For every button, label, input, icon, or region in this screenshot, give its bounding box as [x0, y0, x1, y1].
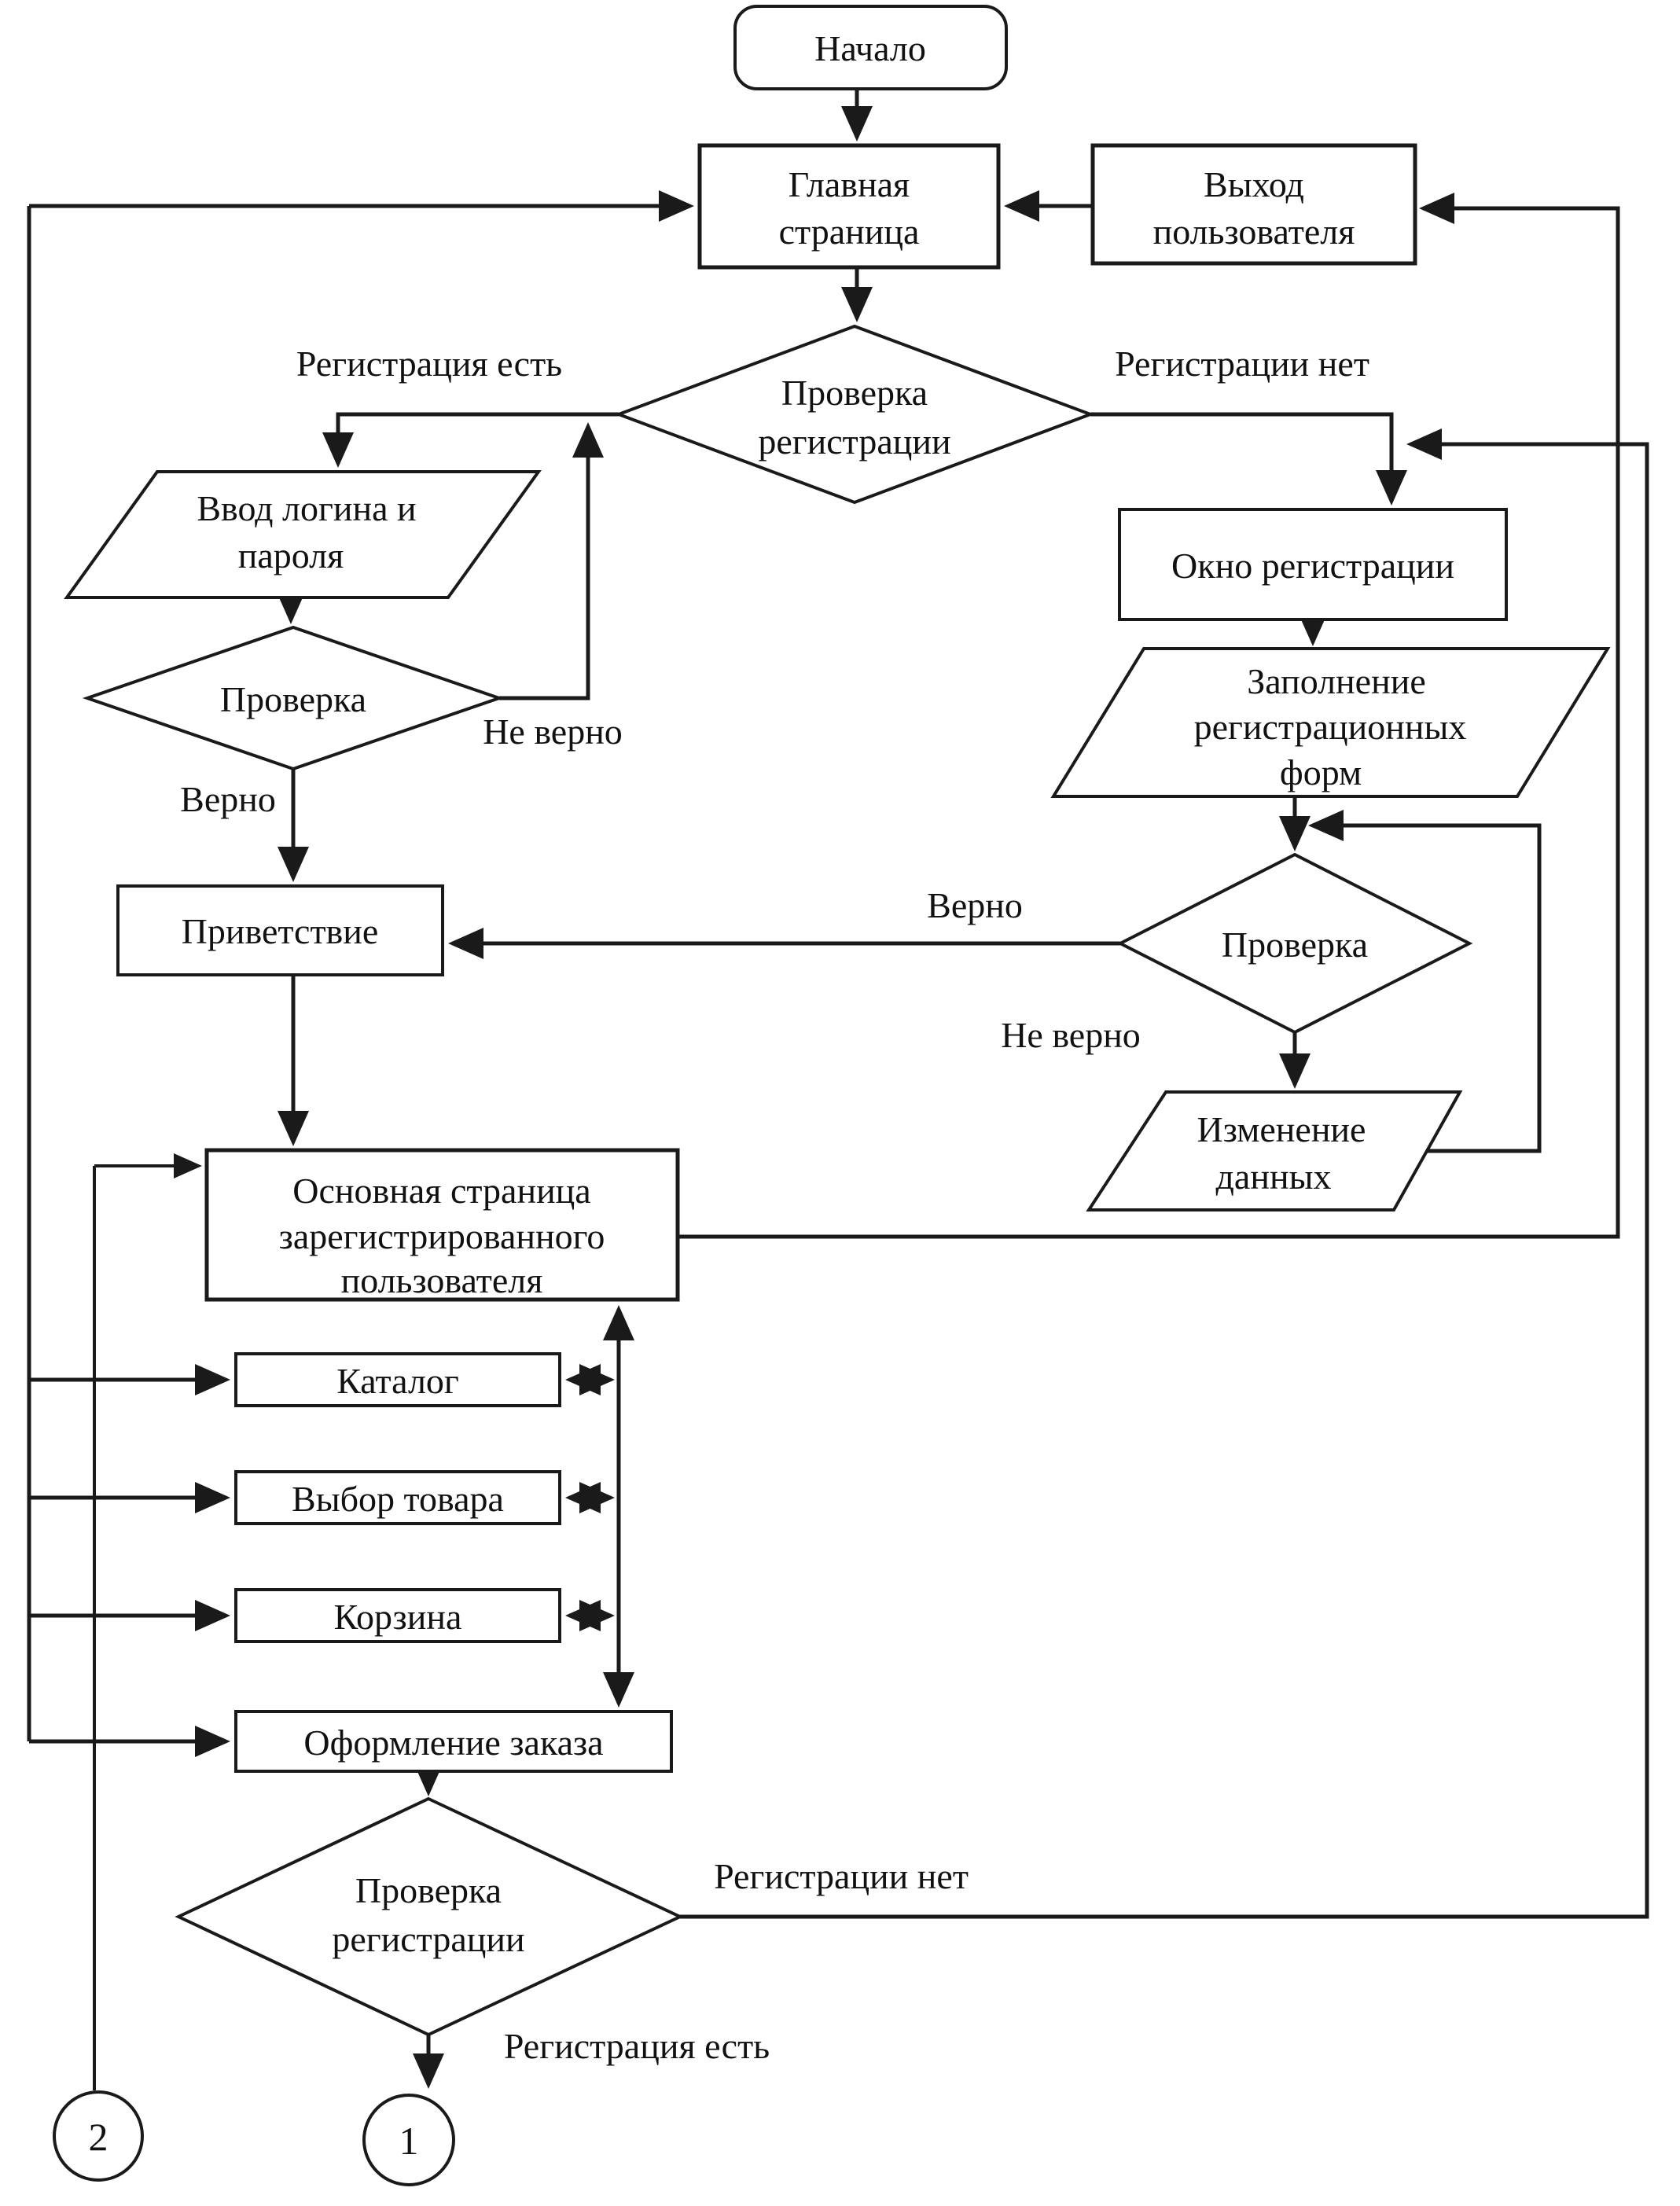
data-change-parallelogram	[1086, 1090, 1463, 1211]
check-registration-top-label: регистрации	[758, 421, 950, 461]
catalog-box	[234, 1352, 561, 1407]
user-main-page-label: пользователя	[341, 1260, 543, 1300]
catalog-label: Каталог	[336, 1361, 459, 1401]
connector-1-label: 1	[399, 2119, 419, 2163]
flow-edges	[27, 89, 1649, 2090]
check-forms-diamond	[1116, 852, 1473, 1035]
edge-datachange-loop	[1308, 810, 1542, 1153]
login-input-label: пароля	[238, 535, 344, 575]
edge-checkreg-to-login	[322, 412, 619, 468]
fill-forms-label: регистрационных	[1194, 707, 1467, 747]
edge-label-invalid-login: Не верно	[483, 711, 623, 752]
edge-label-no-registration-checkout: Регистрации нет	[714, 1856, 969, 1896]
user-main-page-label: Основная страница	[292, 1171, 590, 1211]
checkout-label: Оформление заказа	[303, 1723, 603, 1763]
flow-shapes	[53, 5, 1611, 2186]
edge-label-no-registration: Регистрации нет	[1115, 344, 1369, 384]
edge-label-invalid-forms: Не верно	[1001, 1015, 1141, 1055]
main-page-box	[697, 143, 1001, 270]
product-select-box	[234, 1470, 561, 1525]
main-page-label: страница	[779, 211, 920, 252]
user-exit-box	[1090, 143, 1417, 266]
fill-forms-label: форм	[1280, 752, 1362, 792]
login-input-label: Ввод логина и	[197, 488, 416, 528]
edge-label-valid-forms: Верно	[927, 885, 1023, 925]
greeting-box	[116, 884, 444, 976]
data-change-label: данных	[1216, 1156, 1332, 1197]
check-login-diamond	[82, 625, 505, 771]
edge-checkout-noreg-loop	[680, 428, 1649, 1919]
connector-1-circle	[362, 2094, 455, 2186]
cart-box	[234, 1588, 561, 1643]
check-registration-top-label: Проверка	[781, 373, 928, 413]
check-registration-bottom-diamond	[175, 1796, 684, 2037]
product-select-label: Выбор товара	[292, 1479, 504, 1519]
data-change-label: Изменение	[1197, 1109, 1366, 1149]
edge-label-valid-login: Верно	[180, 779, 276, 819]
start-terminator	[733, 5, 1008, 90]
check-forms-label: Проверка	[1222, 925, 1368, 965]
connector-2-circle	[53, 2090, 144, 2182]
flow-labels: Начало Главная страница Выход пользовате…	[89, 28, 1467, 2163]
registration-window-label: Окно регистрации	[1171, 546, 1454, 586]
check-registration-bottom-label: регистрации	[332, 1919, 524, 1959]
user-main-page-box	[204, 1148, 680, 1302]
edge-label-has-registration: Регистрация есть	[296, 344, 562, 384]
user-exit-label: пользователя	[1153, 211, 1355, 252]
edge-label-has-registration-checkout: Регистрация есть	[504, 2026, 770, 2066]
fill-forms-label: Заполнение	[1247, 661, 1426, 701]
check-registration-top-diamond	[614, 324, 1095, 505]
edge-userpage-to-exit	[678, 193, 1620, 1239]
main-page-label: Главная	[789, 164, 910, 204]
edge-checkreg-to-regwindow	[1090, 412, 1407, 506]
cart-label: Корзина	[334, 1597, 462, 1637]
start-label: Начало	[814, 28, 926, 68]
user-main-page-label: зарегистрированного	[279, 1216, 605, 1256]
fill-forms-parallelogram	[1050, 647, 1611, 798]
registration-window-box	[1118, 508, 1508, 621]
login-input-parallelogram	[64, 470, 542, 599]
checkout-box	[234, 1710, 673, 1773]
check-login-label: Проверка	[220, 679, 366, 719]
user-exit-label: Выход	[1204, 164, 1304, 204]
check-registration-bottom-label: Проверка	[355, 1870, 502, 1910]
edge-invalid-login-loop	[499, 422, 604, 700]
greeting-label: Приветствие	[182, 911, 379, 951]
connector-2-label: 2	[89, 2115, 108, 2159]
